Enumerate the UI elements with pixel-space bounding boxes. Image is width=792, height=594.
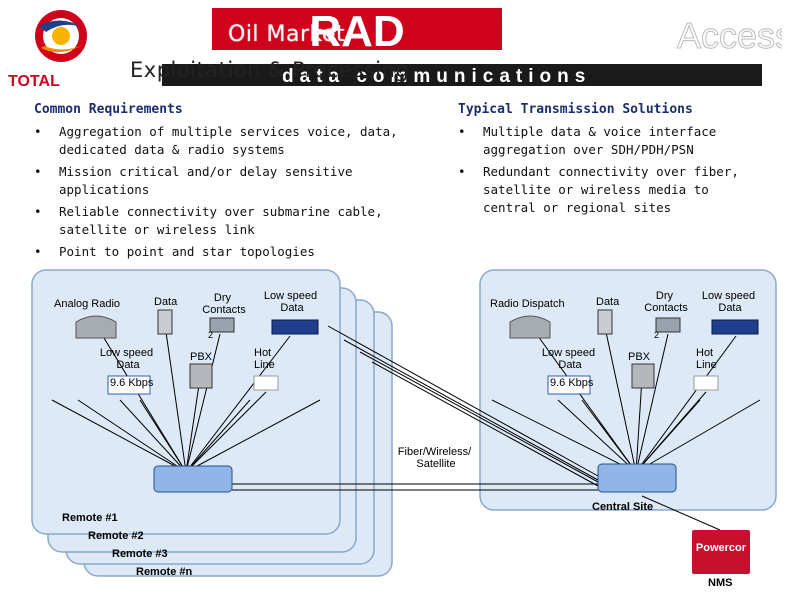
low-speed-data-label-line: Data [280, 302, 304, 314]
central-panel [479, 269, 777, 511]
typical-solutions-heading: Typical Transmission Solutions [458, 102, 693, 117]
dry-contacts-label: Dry Contacts [644, 290, 688, 314]
link-label-line: Satellite [416, 458, 455, 470]
low-speed-data-2-label-line: Low speed [100, 347, 153, 359]
list-item: Redundant connectivity over fiber, satel… [458, 163, 758, 217]
low-speed-data-label: Low speed Data [264, 290, 320, 314]
svg-text:2: 2 [208, 330, 213, 340]
common-requirements-heading: Common Requirements [34, 102, 183, 117]
radio-dispatch-label: Radio Dispatch [490, 298, 565, 310]
data-terminal-icon [597, 309, 613, 335]
list-item: Mission critical and/or delay sensitive … [34, 163, 434, 199]
pbx-label: PBX [628, 351, 651, 363]
typical-solutions-list: Multiple data & voice interface aggregat… [458, 123, 758, 221]
remote-label-n: Remote #n [136, 566, 193, 578]
dry-contacts-icon: 2 [208, 317, 235, 340]
low-speed-data-label-line: Data [718, 302, 742, 314]
rad-brand-text: RAD [309, 8, 404, 56]
hot-line-label-line: Hot [696, 347, 713, 359]
low-speed-data-label-line: Low speed [264, 290, 317, 302]
low-speed-data-device-icon [711, 319, 759, 335]
link-label-line: Fiber/Wireless/ [398, 446, 472, 458]
low-speed-data-2-label: Low speed Data [542, 347, 598, 371]
hot-line-label-line: Line [254, 359, 275, 371]
low-speed-data-2-label: Low speed Data [100, 347, 156, 371]
total-brand-text: TOTAL [8, 73, 60, 90]
dry-contacts-label-line: Dry [214, 292, 232, 304]
modem-icon [547, 375, 591, 395]
hot-line-label-line: Line [696, 359, 717, 371]
title-line-2: Exploitation & Processing [130, 58, 410, 82]
link-label: Fiber/Wireless/ Satellite [398, 446, 474, 470]
remote-devices: 2 [75, 309, 319, 493]
communications-brand-text: data communications [282, 66, 591, 87]
low-speed-data-2-label-line: Data [558, 359, 582, 371]
rate-label: 9.6 Kbps [110, 377, 154, 389]
low-speed-data-device-icon [271, 319, 319, 335]
dry-contacts-label-line: Contacts [644, 302, 688, 314]
analog-radio-icon [75, 315, 117, 339]
dry-contacts-label-line: Contacts [202, 304, 246, 316]
pbx-icon [631, 363, 655, 389]
pbx-label: PBX [190, 351, 213, 363]
common-requirements-list: Aggregation of multiple services voice, … [34, 123, 434, 265]
dry-contacts-icon: 2 [654, 317, 681, 340]
powercor-logo: Powercor [692, 530, 750, 574]
remote-label-3: Remote #3 [112, 548, 168, 560]
radio-dispatch-icon [509, 315, 551, 339]
rad-banner: RAD Access data communications [162, 8, 782, 87]
total-logo: TOTAL [8, 10, 87, 90]
remote-label-2: Remote #2 [88, 530, 144, 542]
low-speed-data-label: Low speed Data [702, 290, 758, 314]
central-mux-icon [597, 463, 677, 493]
wan-links [232, 325, 721, 531]
modem-icon [107, 375, 151, 395]
central-devices: 2 [509, 309, 759, 493]
pbx-icon [189, 363, 213, 389]
central-links [491, 324, 761, 473]
dry-contacts-label-line: Dry [656, 290, 674, 302]
remote-label-1: Remote #1 [62, 512, 118, 524]
remote-mux-icon [153, 465, 233, 493]
svg-text:2: 2 [654, 330, 659, 340]
low-speed-data-2-label-line: Low speed [542, 347, 595, 359]
analog-radio-label: Analog Radio [54, 298, 120, 310]
hot-line-phone-icon [693, 375, 719, 391]
data-label: Data [596, 296, 620, 308]
hot-line-phone-icon [253, 375, 279, 391]
hot-line-label: Hot Line [696, 347, 717, 371]
title-line-1: Oil Market [228, 22, 346, 47]
rate-label: 9.6 Kbps [550, 377, 594, 389]
low-speed-data-2-label-line: Data [116, 359, 140, 371]
data-terminal-icon [157, 309, 173, 335]
list-item: Point to point and star topologies [34, 243, 434, 261]
nms-label: NMS [708, 577, 732, 589]
hot-line-label: Hot Line [254, 347, 275, 371]
list-item: Reliable connectivity over submarine cab… [34, 203, 434, 239]
central-site-label: Central Site [592, 501, 653, 513]
list-item: Multiple data & voice interface aggregat… [458, 123, 758, 159]
hot-line-label-line: Hot [254, 347, 271, 359]
data-label: Data [154, 296, 178, 308]
list-item: Aggregation of multiple services voice, … [34, 123, 434, 159]
low-speed-data-label-line: Low speed [702, 290, 755, 302]
dry-contacts-label: Dry Contacts [202, 292, 246, 316]
remote-links [51, 324, 321, 473]
access-brand-text: Access [677, 15, 782, 56]
